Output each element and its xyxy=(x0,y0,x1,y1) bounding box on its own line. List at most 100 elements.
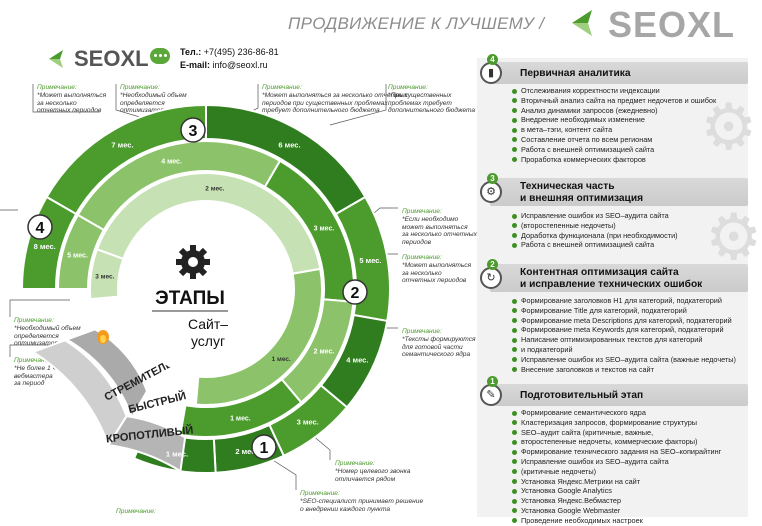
phone-number[interactable]: +7(495) 236-86-81 xyxy=(203,47,279,57)
section-number: 2 xyxy=(487,259,498,270)
section-header[interactable]: Первичная аналитика xyxy=(490,62,748,84)
task-item: Исправление ошибок из SEO–аудита сайта (… xyxy=(512,355,736,365)
stage-number: 3 xyxy=(189,123,198,140)
note-text: требует дополнительного бюджета xyxy=(262,107,380,115)
month-label: 1 мес. xyxy=(166,449,188,458)
seoxl-brand-logo[interactable]: SEOXL xyxy=(570,4,745,45)
month-label: 2 мес. xyxy=(314,348,335,355)
note-text: *Тексты формируются xyxy=(402,335,476,343)
note-text: семантического ядра xyxy=(402,351,471,359)
task-item: Доработка функционала (при необходимости… xyxy=(512,231,678,241)
note-text: за несколько xyxy=(37,99,77,107)
note-block: Примечание: *При существенных проблемах … xyxy=(388,84,475,115)
note-block: Примечание: *Может выполняться за нескол… xyxy=(262,84,408,115)
task-item: и подкатегорий xyxy=(512,345,736,355)
stage-number-badge xyxy=(251,434,277,460)
task-item: Работа с внешней оптимизацией сайта xyxy=(512,240,678,250)
wheel-segment xyxy=(89,248,125,301)
note-text: определяется xyxy=(14,332,59,340)
section-title: Техническая часть xyxy=(520,181,615,192)
note-title: Примечание: xyxy=(402,328,442,335)
section-number: 1 xyxy=(487,376,498,387)
chat-icon[interactable] xyxy=(150,48,170,64)
note-text: оптимизатором xyxy=(120,107,173,115)
task-item: Отслеживания корректности индексации xyxy=(512,86,716,96)
center-disc xyxy=(120,203,292,375)
gear-icon: ⚙ xyxy=(480,181,502,203)
note-text: проблемах требует xyxy=(388,99,452,107)
note-text: за несколько xyxy=(402,269,442,277)
month-label: 3 мес. xyxy=(95,274,114,281)
pencil-icon: ✎ xyxy=(480,384,502,406)
center-title: ЭТАПЫ xyxy=(155,288,225,309)
seoxl-logo[interactable]: SEOXL xyxy=(48,46,168,72)
brand-name: SEOXL xyxy=(608,4,736,45)
flame-icon xyxy=(97,330,109,344)
contacts: Тел.: +7(495) 236-86-81 E-mail: info@seo… xyxy=(180,46,279,72)
task-item: Кластеризация запросов, формирование стр… xyxy=(512,418,721,428)
note-block: Примечание: *Может выполняться за нескол… xyxy=(402,254,471,285)
task-item: Внесение заголовков и текстов на сайт xyxy=(512,365,736,375)
note-text: *Может выполняться xyxy=(402,261,472,269)
stage-number-badge xyxy=(27,214,53,240)
section-preparation: Подготовительный этап ✎ 1 Формирование с… xyxy=(480,376,748,525)
note-block: Примечание: *Может выполняться за нескол… xyxy=(37,84,106,115)
month-label: 8 мес. xyxy=(34,242,56,251)
gear-watermark-icon: ⚙ xyxy=(705,201,762,273)
task-list: Отслеживания корректности индексации Вто… xyxy=(512,86,716,164)
month-label: 3 мес. xyxy=(297,417,319,426)
task-item: (второстепенные недочеты) xyxy=(512,221,678,231)
note-block: Примечание: xyxy=(116,508,156,516)
section-title: и внешняя оптимизация xyxy=(520,193,644,204)
mode-band xyxy=(64,328,149,420)
section-header[interactable]: Контентная оптимизация сайта и исправлен… xyxy=(490,264,748,292)
note-block: Примечание: *Не более 1 часа вебмастера … xyxy=(14,357,67,388)
gear-icon xyxy=(176,245,210,279)
section-number: 4 xyxy=(487,54,498,65)
month-label: 3 мес. xyxy=(314,226,335,233)
note-text: *При существенных xyxy=(388,91,452,99)
section-title: и исправление технических ошибок xyxy=(520,279,703,290)
arrow-logo-icon xyxy=(49,50,63,68)
task-item: Написание оптимизированных текстов для к… xyxy=(512,335,736,345)
section-analytics: Первичная аналитика ▮ 4 Отслеживания кор… xyxy=(480,54,748,174)
note-title: Примечание: xyxy=(402,208,442,215)
note-text: для готовой части xyxy=(402,343,463,351)
task-list: Формирование семантического ядра Кластер… xyxy=(512,408,721,526)
month-label: 1 мес. xyxy=(230,415,251,422)
brand-name: SEOXL xyxy=(74,46,149,71)
section-title: Контентная оптимизация сайта xyxy=(520,267,679,278)
note-title: Примечание: xyxy=(37,84,77,91)
center-subtitle: услуг xyxy=(191,333,225,349)
note-title: Примечание: xyxy=(388,84,428,91)
section-content: Контентная оптимизация сайта и исправлен… xyxy=(480,259,748,376)
note-text: *Необходимый объем xyxy=(14,324,81,332)
month-label: 5 мес. xyxy=(67,253,88,260)
note-text: *Не более 1 часа xyxy=(14,364,67,372)
section-header[interactable]: Техническая часть и внешняя оптимизация xyxy=(490,178,748,206)
section-header[interactable]: Подготовительный этап xyxy=(490,384,748,406)
stage-number-badge xyxy=(180,117,206,143)
note-title: Примечание: xyxy=(14,357,54,364)
note-block: Примечание: *Если необходимо может выпол… xyxy=(402,208,477,247)
month-label: 6 мес. xyxy=(278,140,300,149)
note-text: отчетных периодов xyxy=(402,277,467,285)
task-item: Работа с внешней оптимизацией сайта xyxy=(512,145,716,155)
note-text: *Необходимый объем xyxy=(120,91,187,99)
email-address[interactable]: info@seoxl.ru xyxy=(212,60,268,70)
note-text: может выполняться xyxy=(402,223,468,231)
note-text: вебмастера xyxy=(14,372,53,380)
outer-ring xyxy=(20,103,391,474)
note-text: отличается рядом xyxy=(335,475,396,483)
task-item: второстепенные недочеты, коммерческие фа… xyxy=(512,437,721,447)
task-item: Формирование технического задания на SEO… xyxy=(512,447,721,457)
task-item: Исправление ошибок из SEO–аудита сайта xyxy=(512,457,721,467)
task-item: Вторичный анализ сайта на предмет недоче… xyxy=(512,96,716,106)
task-item: Формирование Title для категорий, подкат… xyxy=(512,306,736,316)
stage-number-badge xyxy=(342,279,368,305)
task-item: Анализ динамики запросов (ежедневно) xyxy=(512,106,716,116)
month-label: 4 мес. xyxy=(346,356,368,365)
note-text: оптимизатором xyxy=(14,340,67,348)
month-label: 7 мес. xyxy=(111,140,133,149)
